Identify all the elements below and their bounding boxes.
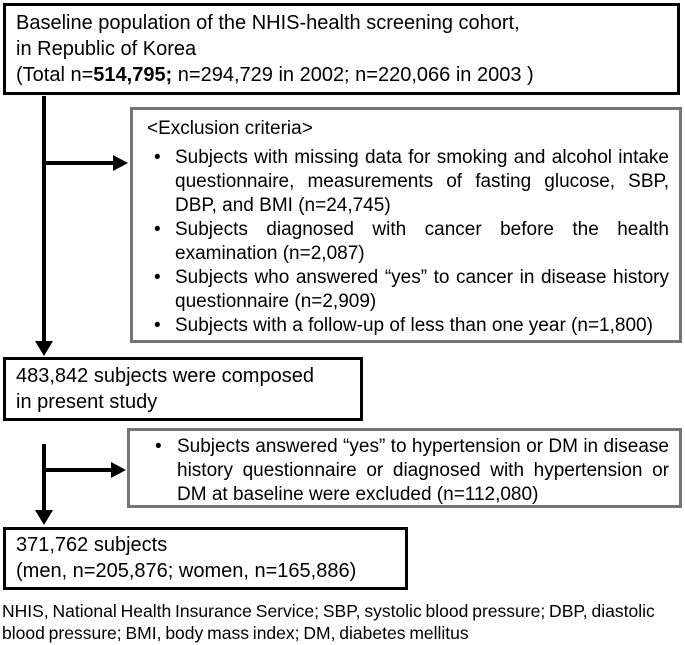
hypertension-dm-exclusion-list: Subjects answered “yes” to hypertension … [146, 435, 669, 507]
arrowhead-right-2 [111, 462, 126, 478]
exclusion-bullet-item: Subjects with missing data for smoking a… [147, 146, 669, 218]
composed-line-2: in present study [16, 391, 158, 413]
baseline-population-box: Baseline population of the NHIS-health s… [3, 3, 680, 95]
baseline-line-3: (Total n=514,795; n=294,729 in 2002; n=2… [16, 64, 534, 86]
composed-subjects-box: 483,842 subjects were composed in presen… [3, 357, 363, 421]
final-subjects-box: 371,762 subjects (men, n=205,876; women,… [3, 527, 408, 590]
exclusion-bullet-item: Subjects answered “yes” to hypertension … [146, 435, 669, 507]
final-line-1: 371,762 subjects [16, 534, 168, 556]
baseline-line-1: Baseline population of the NHIS-health s… [16, 12, 520, 34]
exclusion-bullet-item: Subjects diagnosed with cancer before th… [147, 218, 669, 266]
exclusion-criteria-list: Subjects with missing data for smoking a… [147, 146, 669, 338]
final-line-2: (men, n=205,876; women, n=165,886) [16, 560, 357, 582]
baseline-line-2: in Republic of Korea [16, 38, 197, 60]
abbreviations-footnote: NHIS, National Health Insurance Service;… [2, 601, 655, 643]
arrowhead-right-1 [113, 155, 128, 171]
exclusion-criteria-box: <Exclusion criteria> Subjects with missi… [130, 107, 682, 343]
total-n-bold: 514,795; [93, 64, 173, 86]
exclusion-criteria-header: <Exclusion criteria> [147, 118, 313, 139]
hypertension-dm-exclusion-box: Subjects answered “yes” to hypertension … [127, 428, 682, 508]
composed-line-1: 483,842 subjects were composed [16, 365, 314, 387]
arrowhead-down-1 [35, 341, 53, 356]
exclusion-bullet-item: Subjects with a follow-up of less than o… [147, 314, 669, 338]
arrowhead-down-2 [35, 510, 53, 525]
exclusion-bullet-item: Subjects who answered “yes” to cancer in… [147, 266, 669, 314]
